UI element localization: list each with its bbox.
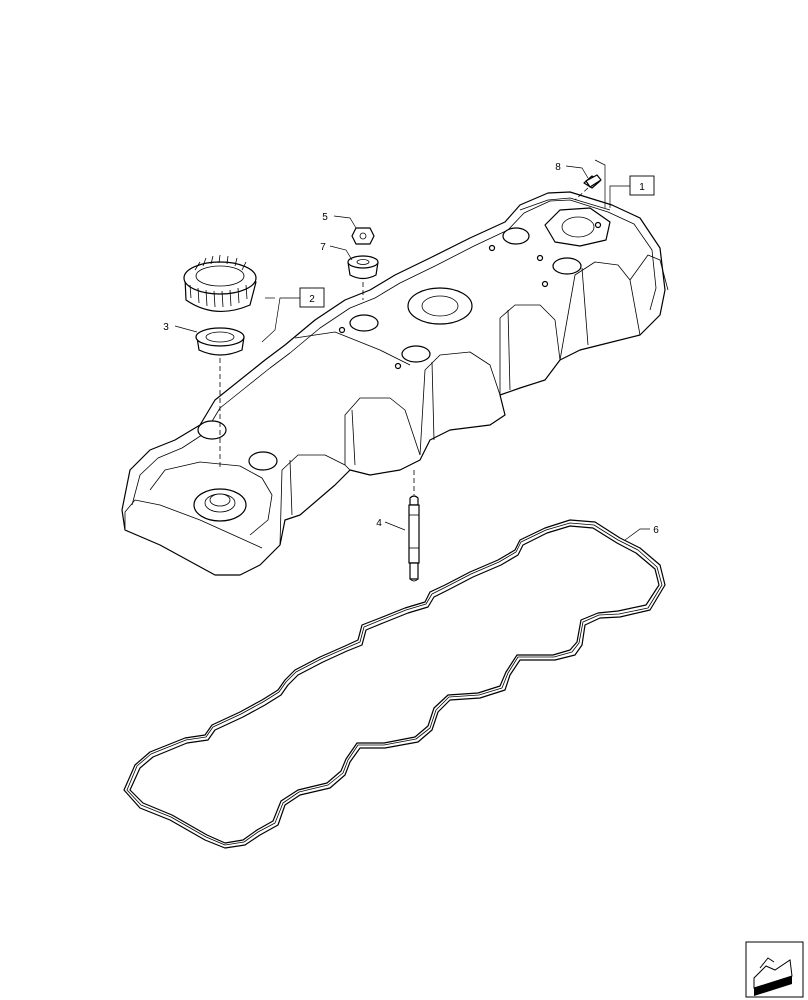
callout-2-box xyxy=(299,287,325,308)
callout-3: 3 xyxy=(163,322,169,333)
page-navigation-icon[interactable] xyxy=(745,941,804,998)
plug-axis-line xyxy=(574,187,589,201)
callout-2: 2 xyxy=(309,294,315,305)
callout-4: 4 xyxy=(376,518,382,529)
cap-nut xyxy=(351,227,375,245)
oil-filler-cap xyxy=(183,254,257,313)
callout-labels: 1 2 3 4 5 6 7 8 xyxy=(163,162,659,536)
grommet xyxy=(347,255,379,280)
stud-bolt xyxy=(408,495,420,582)
callout-6: 6 xyxy=(653,525,659,536)
valve-cover xyxy=(121,191,669,576)
callout-leaders xyxy=(174,159,650,541)
plug xyxy=(583,174,602,189)
callout-1: 1 xyxy=(639,182,645,193)
callout-5: 5 xyxy=(322,212,328,223)
callout-8: 8 xyxy=(555,162,561,173)
callout-7: 7 xyxy=(320,242,326,253)
cover-gasket xyxy=(123,519,666,849)
filler-seal-ring xyxy=(195,327,245,356)
callout-1-box xyxy=(629,175,655,196)
